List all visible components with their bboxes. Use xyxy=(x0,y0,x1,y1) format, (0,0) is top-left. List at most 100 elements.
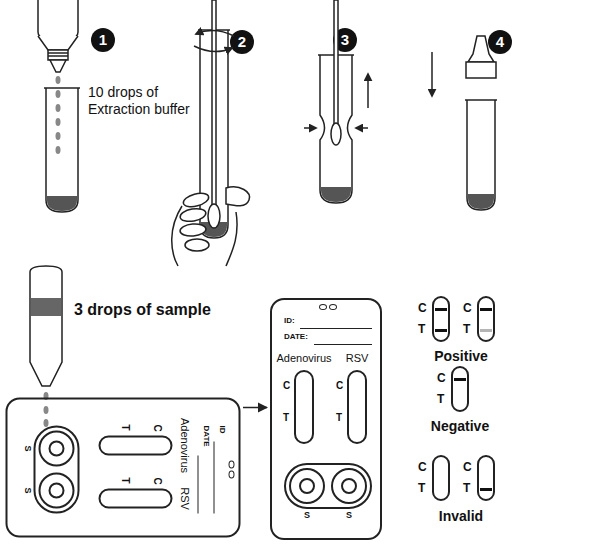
step-badge xyxy=(488,30,512,54)
motion-arrow xyxy=(431,52,433,96)
grip-mark xyxy=(329,304,337,310)
sample-dropper xyxy=(44,419,49,427)
sample-well: S xyxy=(38,473,74,509)
line-marker: C xyxy=(437,371,446,385)
callout-number: 3 xyxy=(341,31,349,49)
result-line xyxy=(480,329,492,332)
squeezed-tube xyxy=(318,0,354,203)
line-marker: C xyxy=(283,380,290,392)
line-marker: T xyxy=(418,322,425,336)
test-window: AdenovirusC T xyxy=(274,352,334,452)
result-line xyxy=(435,308,447,311)
sample-well: S xyxy=(331,468,367,504)
window-outline xyxy=(294,370,314,444)
write-line xyxy=(300,328,372,329)
window-heading: RSV xyxy=(346,352,369,365)
instruction-note: 3 drops of sample xyxy=(74,300,211,319)
grip-mark xyxy=(228,461,234,469)
extraction-tube xyxy=(46,88,78,212)
result-line xyxy=(454,378,466,381)
form-field-label: ID xyxy=(216,426,226,434)
callout-number: 1 xyxy=(99,31,107,49)
hand xyxy=(179,207,207,223)
squeezed-tube xyxy=(321,187,351,202)
motion-arrow xyxy=(304,127,316,129)
write-line xyxy=(314,344,372,345)
sample-dropper xyxy=(30,266,62,427)
sample-well: S xyxy=(289,468,325,504)
line-marker: C xyxy=(463,460,472,474)
result-label: Negative xyxy=(431,418,489,435)
well-hole xyxy=(299,478,315,494)
well-marker: S xyxy=(21,487,32,493)
line-marker: T xyxy=(118,425,130,431)
swab xyxy=(208,0,220,228)
hand xyxy=(226,187,249,206)
grip-mark xyxy=(228,471,234,479)
line-marker: T xyxy=(463,481,470,495)
line-marker: T xyxy=(283,412,289,424)
buffer-drop xyxy=(56,132,61,140)
step-badge xyxy=(91,28,115,52)
well-hole xyxy=(48,441,64,457)
sample-dropper xyxy=(30,266,62,386)
window-outline xyxy=(98,436,172,456)
motion-arrow xyxy=(356,127,368,129)
line-marker: C xyxy=(150,425,162,432)
window-heading: Adenovirus xyxy=(276,352,331,365)
result-window: CT xyxy=(477,296,495,342)
extraction-tube xyxy=(44,30,230,238)
step-badge xyxy=(91,28,512,54)
sample-well: S xyxy=(38,431,74,467)
line-marker: T xyxy=(437,392,444,406)
line-marker: T xyxy=(418,481,425,495)
dropper-bottle xyxy=(48,53,68,56)
window-outline xyxy=(98,489,172,509)
extraction-tube xyxy=(47,196,77,211)
rotation-arrow xyxy=(196,30,234,36)
result-label: Invalid xyxy=(439,508,483,525)
window-outline xyxy=(347,370,367,444)
test-cassette: IDDATEAdenovirusCTRSVCTSS xyxy=(5,398,240,538)
sample-dropper xyxy=(44,406,49,414)
line-marker: C xyxy=(336,380,343,392)
motion-arrow xyxy=(367,74,369,108)
test-window: RSVCT xyxy=(90,476,190,522)
line-marker: T xyxy=(118,478,130,484)
window-heading: RSV xyxy=(177,487,190,510)
form-field-label: DATE: xyxy=(284,332,308,342)
line-marker: T xyxy=(463,322,470,336)
write-line xyxy=(197,456,198,514)
squeezed-tube xyxy=(331,123,341,145)
swab xyxy=(208,204,220,228)
result-window: CT xyxy=(432,455,450,501)
result-window: CT xyxy=(451,366,469,412)
line-marker: T xyxy=(336,412,342,424)
form-field-label: ID: xyxy=(284,316,295,326)
swab xyxy=(212,0,216,212)
callout-number: 4 xyxy=(496,33,504,51)
grip-mark xyxy=(319,304,327,310)
line-marker: C xyxy=(418,460,427,474)
buffer-drop xyxy=(56,118,61,126)
dropper-cap xyxy=(468,36,494,62)
motion-arrow xyxy=(304,52,432,128)
result-line xyxy=(435,329,447,332)
dropper-bottle xyxy=(48,50,68,60)
dropper-bottle xyxy=(38,36,78,50)
buffer-drop xyxy=(56,90,61,98)
well-marker: S xyxy=(21,445,32,451)
dropper-cap xyxy=(465,36,497,210)
well-marker: S xyxy=(304,510,310,521)
step-badge xyxy=(230,30,254,54)
rotation-arrow xyxy=(194,46,232,52)
dropper-cap xyxy=(467,100,495,210)
hand xyxy=(172,187,250,266)
rotation-arrow xyxy=(194,30,234,51)
line-marker: C xyxy=(418,301,427,315)
line-marker: C xyxy=(463,301,472,315)
test-cassette: ID:DATE:AdenovirusCTRSVCTSS xyxy=(270,298,382,540)
well-hole xyxy=(48,483,64,499)
result-window: CT xyxy=(432,296,450,342)
